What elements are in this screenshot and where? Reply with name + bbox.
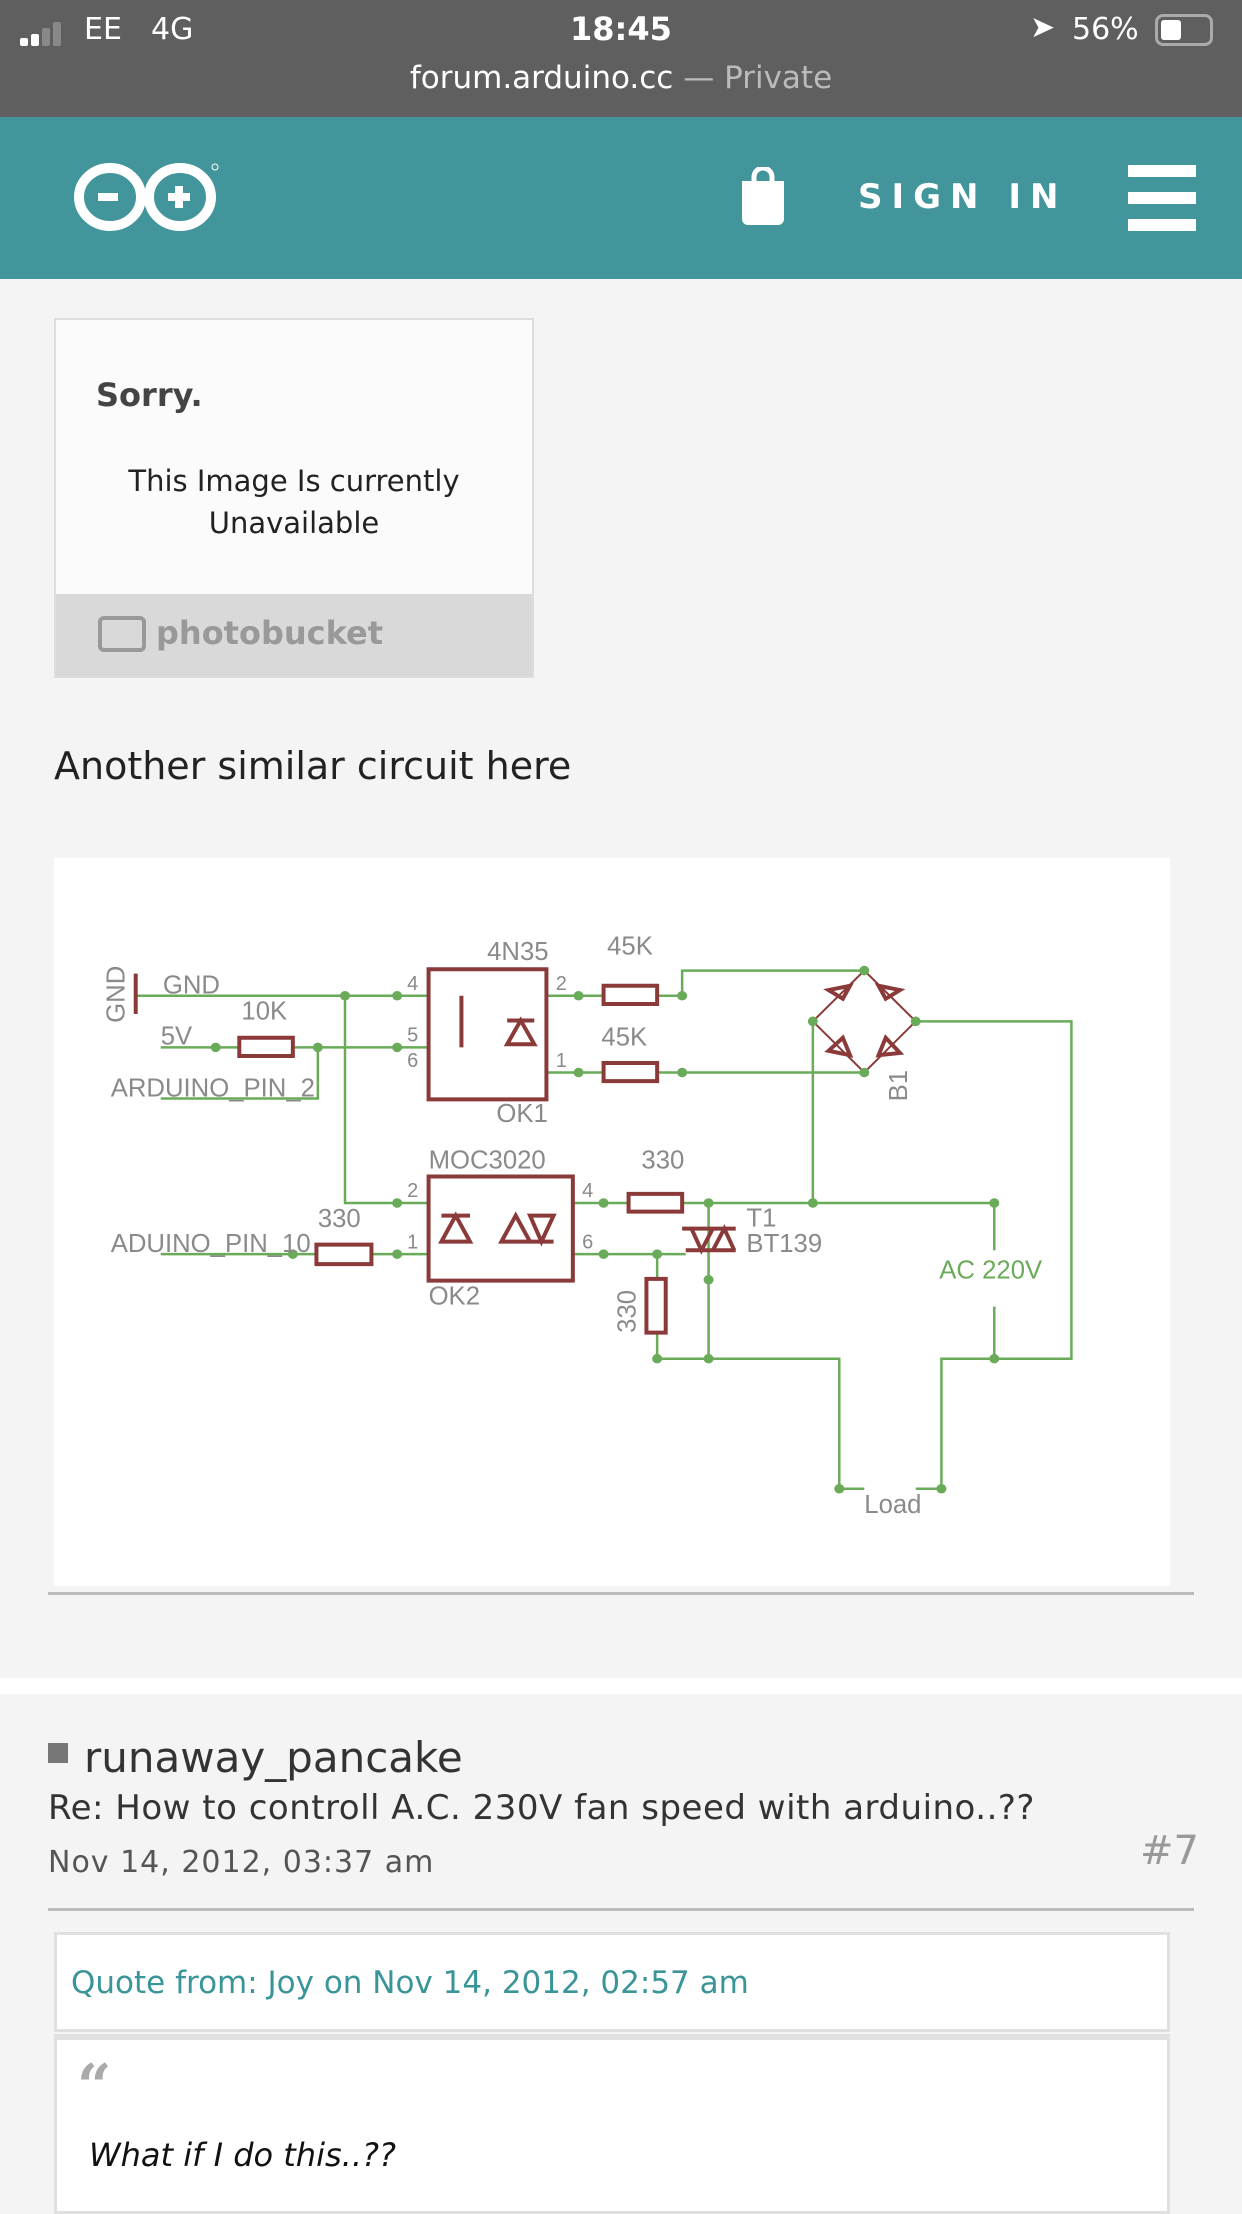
network-type: 4G [151,12,194,47]
label-330-vertical: 330 [614,1290,642,1333]
battery-percent: 56% [1072,12,1139,47]
post-date: Nov 14, 2012, 03:37 am [48,1845,435,1880]
label-10k: 10K [241,997,287,1025]
camera-icon [98,616,146,652]
clock: 18:45 [570,10,672,48]
label-load: Load [864,1491,921,1519]
quote-marks-icon: “ [77,2052,112,2122]
status-bar: EE 4G 18:45 ➤ 56% forum.arduino.cc — Pri… [0,0,1242,117]
quote-body: “ What if I do this..?? [54,2034,1170,2214]
label-moc3020: MOC3020 [429,1147,546,1175]
photobucket-footer: photobucket [56,594,532,676]
ok2-pin-1: 1 [407,1232,418,1254]
label-45k-b: 45K [601,1024,647,1052]
photobucket-brand: photobucket [156,614,384,652]
signal-icon [20,22,72,46]
label-b1: B1 [885,1070,913,1101]
unavailable-image-placeholder: Sorry. This Image Is currently Unavailab… [54,318,534,678]
pin-1: 1 [556,1050,567,1072]
circuit-schematic-image [54,858,1170,1586]
ok2-pin-4: 4 [582,1180,593,1202]
placeholder-message-2: Unavailable [208,506,380,540]
battery-icon [1155,14,1213,46]
placeholder-message-1: This Image Is currently [128,464,460,498]
pin-2: 2 [556,973,567,995]
label-ac-220v: AC 220V [939,1257,1043,1285]
label-4n35: 4N35 [487,938,548,966]
label-gnd: GND [163,972,220,1000]
pin-6: 6 [407,1050,418,1072]
url-text: forum.arduino.cc [409,60,674,96]
location-icon: ➤ [1030,10,1056,45]
label-arduino-pin-2: ARDUINO_PIN_2 [111,1074,315,1102]
label-ok2: OK2 [429,1282,480,1310]
label-gnd-rotated: GND [102,966,130,1023]
site-header: SIGN IN [0,117,1242,279]
components [136,969,916,1332]
quote-source-link[interactable]: Quote from: Joy on Nov 14, 2012, 02:57 a… [71,1965,749,2001]
ok2-pin-2: 2 [407,1180,418,1202]
pin-5: 5 [407,1024,418,1046]
private-mode-label: Private [724,60,833,96]
url-separator: — [683,60,715,96]
post-title[interactable]: Re: How to controll A.C. 230V fan speed … [48,1788,1035,1828]
label-ok1: OK1 [496,1100,547,1128]
label-5v: 5V [161,1022,193,1050]
quote-header: Quote from: Joy on Nov 14, 2012, 02:57 a… [54,1932,1170,2032]
pin-4: 4 [407,973,418,995]
label-bt139: BT139 [746,1230,822,1258]
carrier: EE [84,12,122,47]
address-bar[interactable]: forum.arduino.cc — Private [0,60,1242,96]
post-number[interactable]: #7 [1140,1828,1199,1874]
post-divider [48,1592,1194,1595]
circuit-schematic: GND GND 5V 10K ARDUINO_PIN_2 4N35 OK1 45… [102,932,1170,1519]
label-t1: T1 [746,1204,776,1232]
label-330-top: 330 [641,1147,684,1175]
arduino-logo[interactable] [72,161,222,233]
author-status-icon [48,1743,68,1763]
hamburger-menu-icon[interactable] [1128,165,1196,231]
placeholder-title: Sorry. [96,376,203,414]
post-header-divider [48,1908,1194,1911]
sign-in-link[interactable]: SIGN IN [858,177,1068,217]
quote-text: What if I do this..?? [89,2136,396,2174]
post-author[interactable]: runaway_pancake [84,1733,463,1782]
post-separator [0,1678,1242,1694]
label-45k-a: 45K [607,932,653,960]
shopping-bag-icon[interactable] [740,167,786,227]
junction-dots [210,965,1000,1494]
label-330-in: 330 [318,1205,361,1233]
label-aduino-pin-10: ADUINO_PIN_10 [111,1230,311,1258]
ok2-pin-6: 6 [582,1232,593,1254]
post-text: Another similar circuit here [54,744,572,788]
